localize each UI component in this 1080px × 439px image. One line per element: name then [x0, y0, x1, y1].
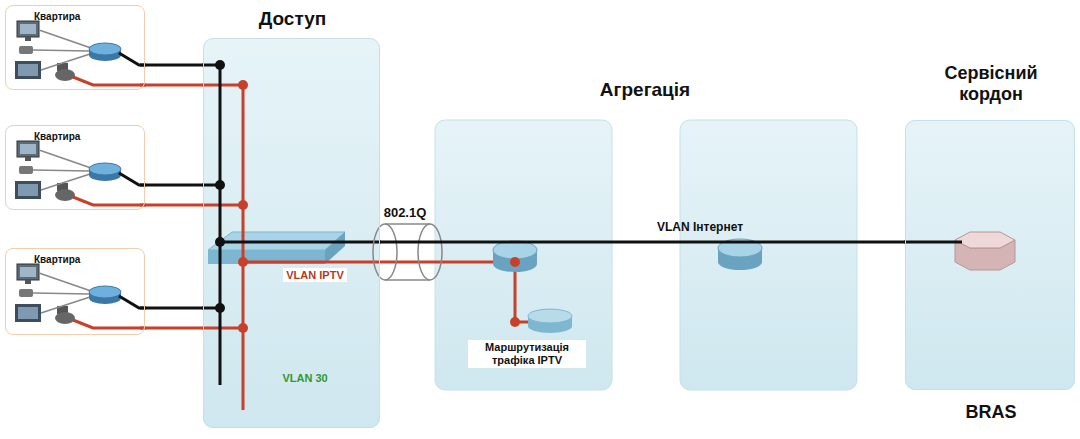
protocol-label: 802.1Q [384, 206, 427, 221]
link-line [145, 327, 203, 330]
apartment-box: Квартира [5, 5, 145, 90]
function-label: Маршрутизація трафіка IPTV [468, 340, 586, 367]
label-holder: Маршрутизація трафіка IPTV [468, 340, 586, 367]
label-holder: VLAN 30 [282, 372, 327, 385]
apartment-label: Квартира [34, 11, 134, 23]
zone-heading: Сервісний кордон [924, 63, 1058, 104]
device-name: BRAS [906, 402, 1076, 423]
apartment-label: Квартира [34, 131, 134, 143]
link-label: VLAN Інтернет [657, 221, 743, 235]
apartment-label: Квартира [34, 254, 134, 266]
apartment-box: Квартира [5, 125, 145, 210]
apartment-box: Квартира [5, 248, 145, 335]
link-line [145, 204, 203, 207]
link-line [145, 64, 203, 67]
zone-heading: Доступ [204, 8, 381, 30]
zone-heading: Агрегація [600, 79, 690, 101]
label-holder: VLAN IPTV [283, 268, 346, 283]
vlan-label: VLAN IPTV [283, 268, 346, 283]
access-zone: Доступ [203, 38, 380, 428]
link-line [145, 184, 203, 187]
vlan-label: VLAN 30 [282, 372, 327, 385]
service-edge-zone: Сервісний кордонBRAS [905, 120, 1075, 390]
label-holder: VLAN Інтернет [657, 221, 743, 235]
link-line [145, 307, 203, 310]
label-holder: Агрегація [600, 79, 690, 101]
link-line [145, 84, 203, 87]
label-holder: 802.1Q [384, 206, 427, 221]
link-line [380, 241, 905, 244]
